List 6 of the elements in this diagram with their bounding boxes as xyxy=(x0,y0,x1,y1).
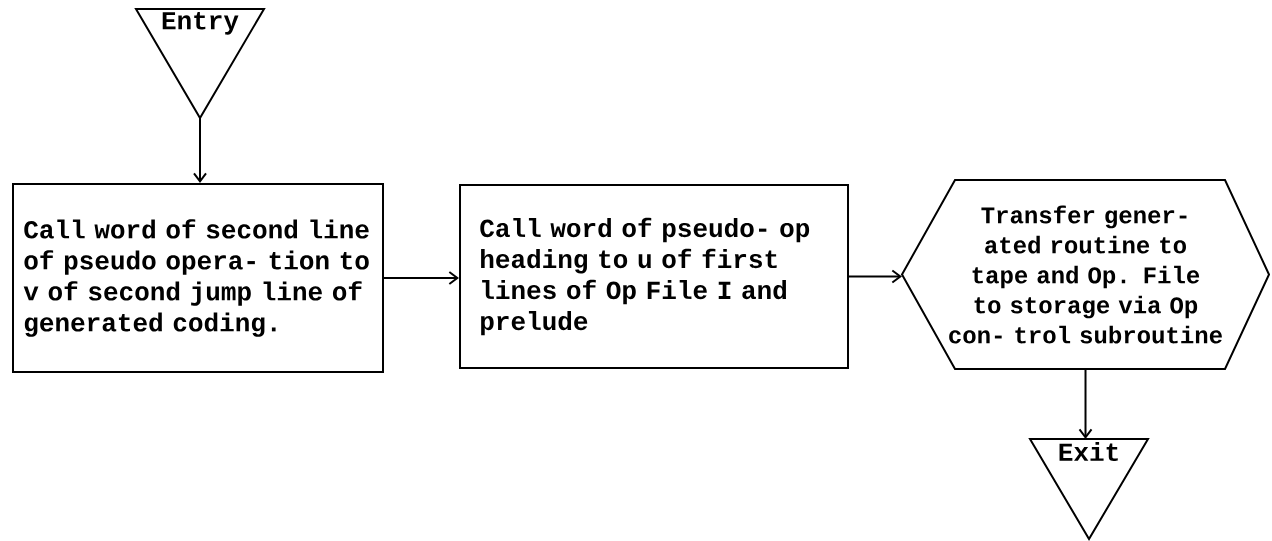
arrow xyxy=(383,271,459,285)
arrow xyxy=(193,117,207,183)
arrow xyxy=(1078,368,1093,439)
arrow xyxy=(848,269,902,284)
process-box: Call word of second line of pseudo opera- tion to v of second jump line of generated coding. xyxy=(12,183,384,373)
process-box: Call word of pseudo- op heading to u of first lines of Op File I and prelude xyxy=(459,184,849,369)
